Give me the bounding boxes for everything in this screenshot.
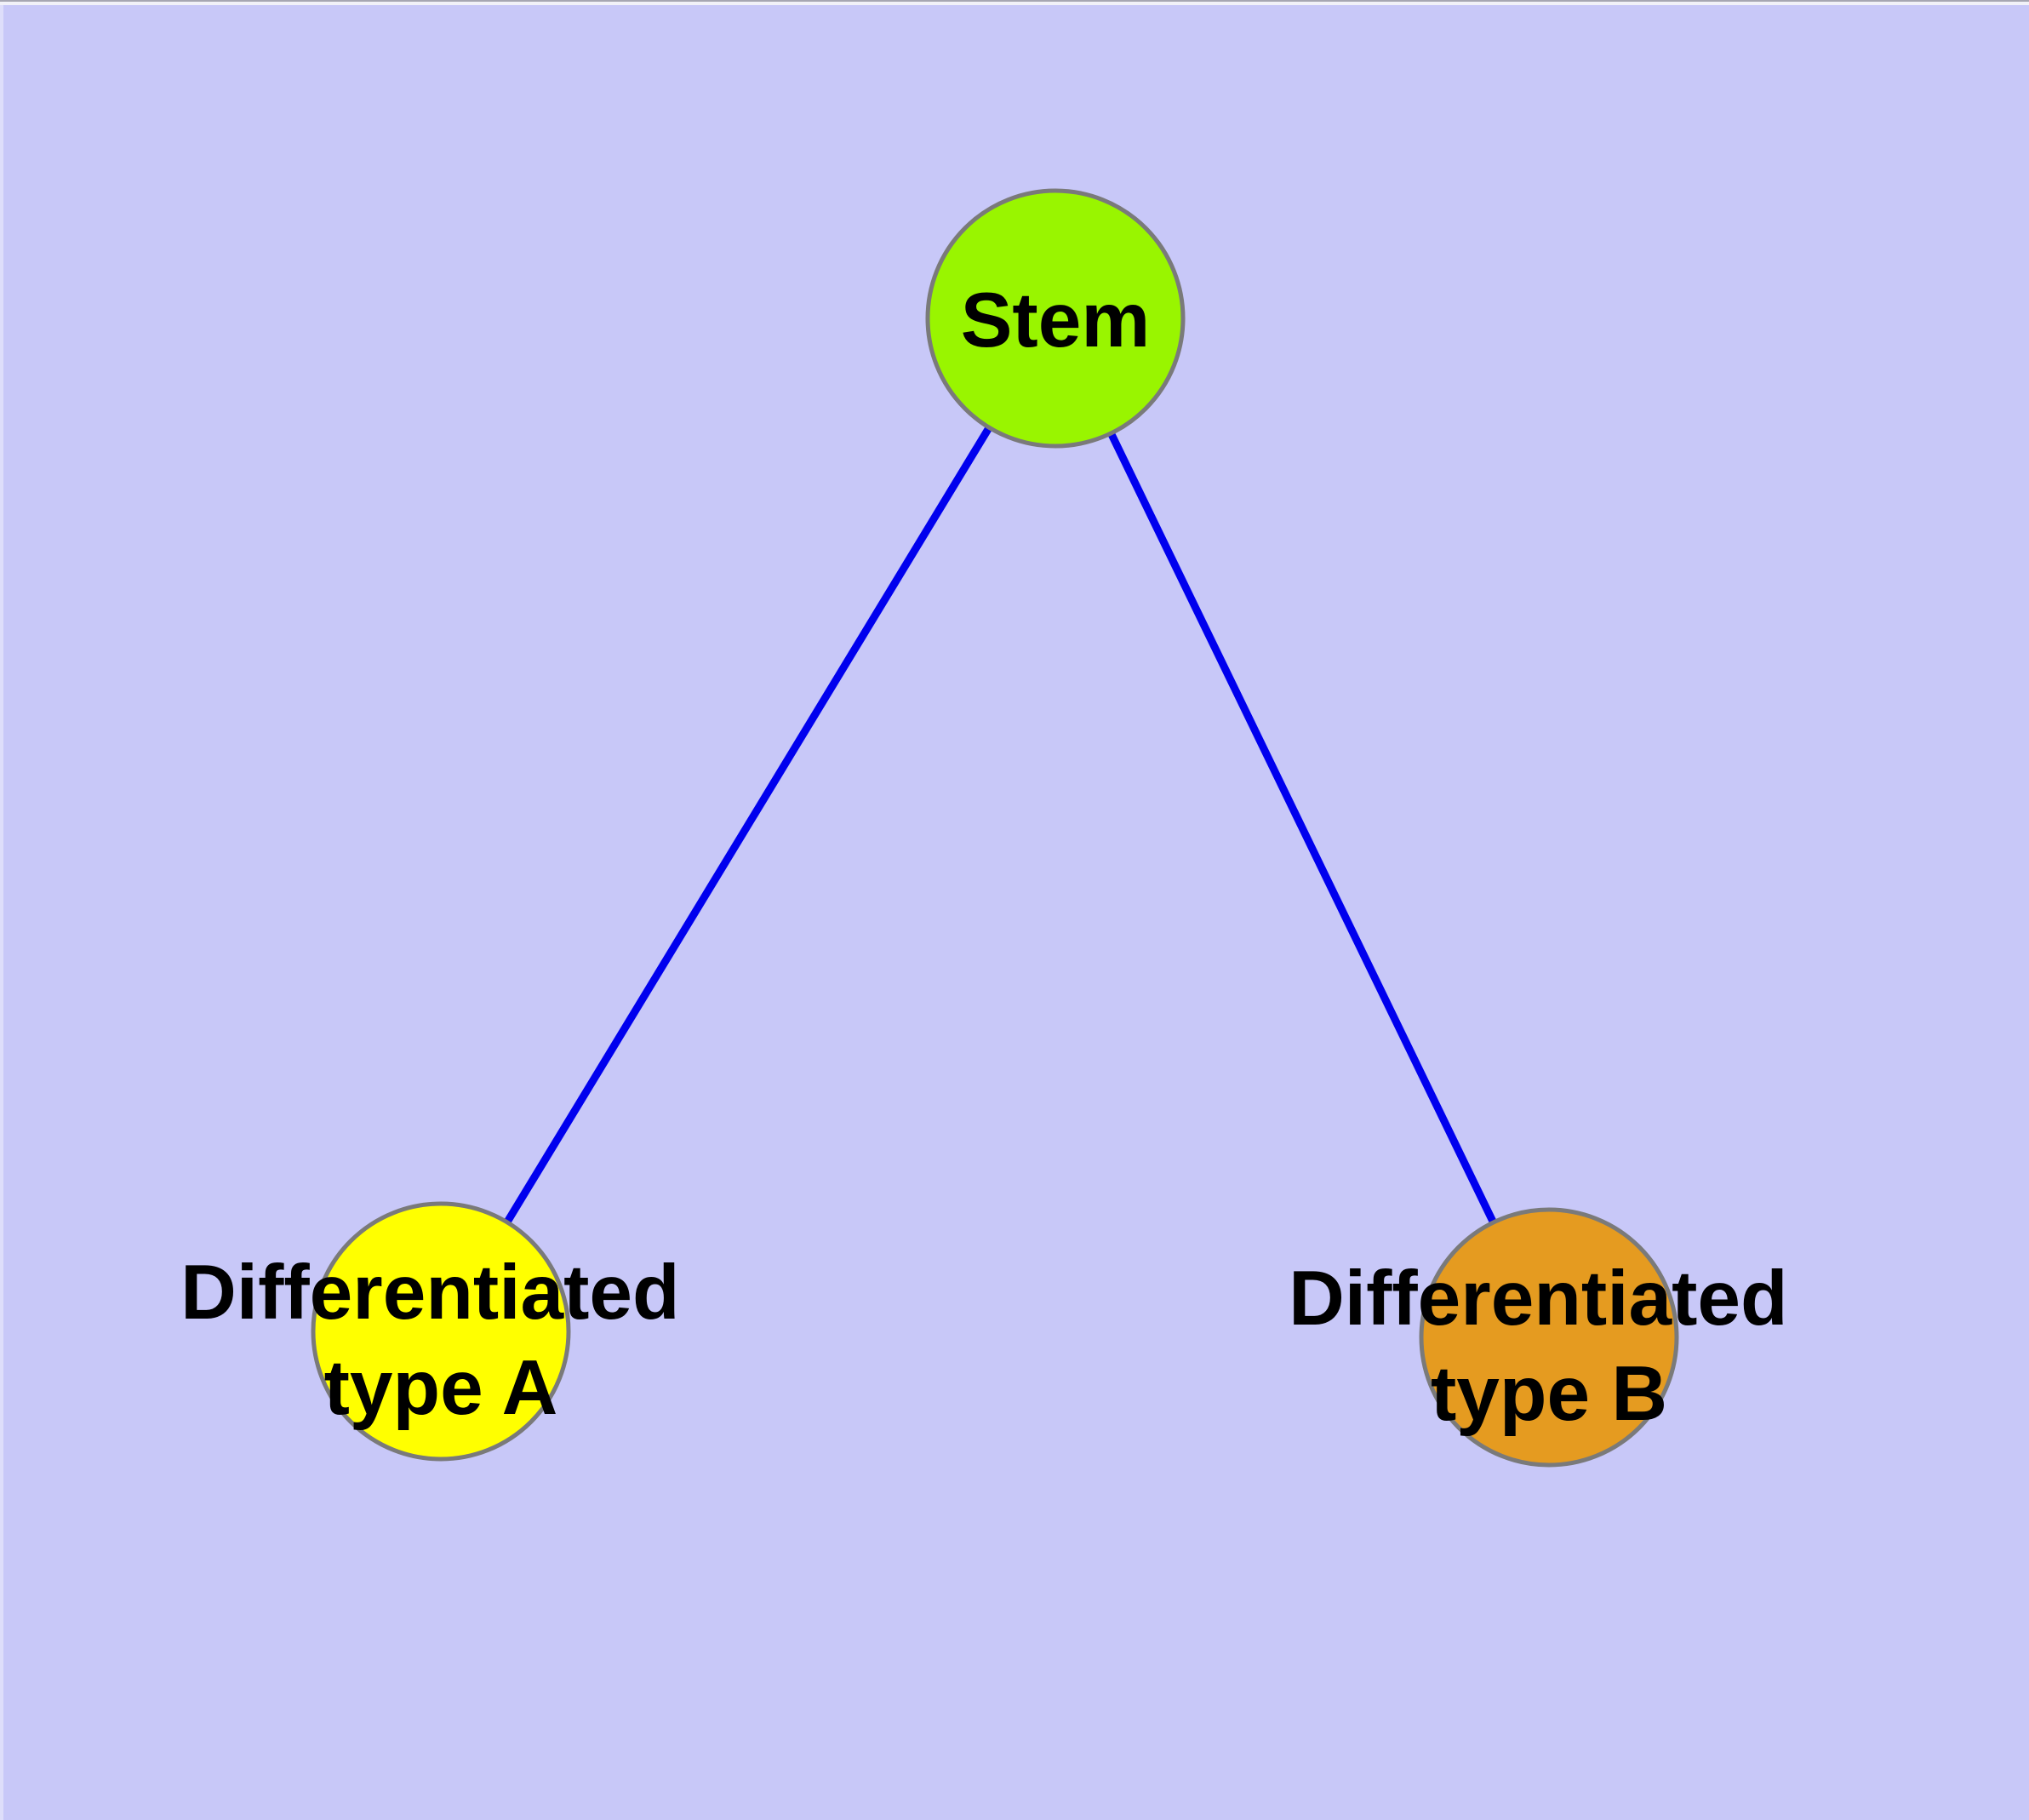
edge-stem-to-type-b	[1051, 317, 1553, 1339]
node-type-b-label: Differentiated type B	[1289, 1256, 1809, 1437]
node-stem-label: Stem	[961, 278, 1151, 363]
node-differentiated-type-b	[1419, 1207, 1679, 1468]
node-stem	[925, 188, 1186, 449]
window-top-highlight	[0, 2, 2029, 5]
node-type-b-label-line1: Differentiated	[1289, 1256, 1788, 1342]
node-type-b-label-line2: type B	[1431, 1351, 1667, 1437]
window-left-highlight	[0, 5, 3, 1820]
edge-stem-to-type-a	[437, 316, 1059, 1334]
node-type-a-label-line1: Differentiated	[180, 1250, 680, 1336]
node-type-a-label: Differentiated type A	[180, 1250, 701, 1431]
node-differentiated-type-a	[311, 1201, 571, 1462]
node-type-a-label-line2: type A	[324, 1345, 558, 1431]
window-top-edge	[0, 0, 2029, 2]
